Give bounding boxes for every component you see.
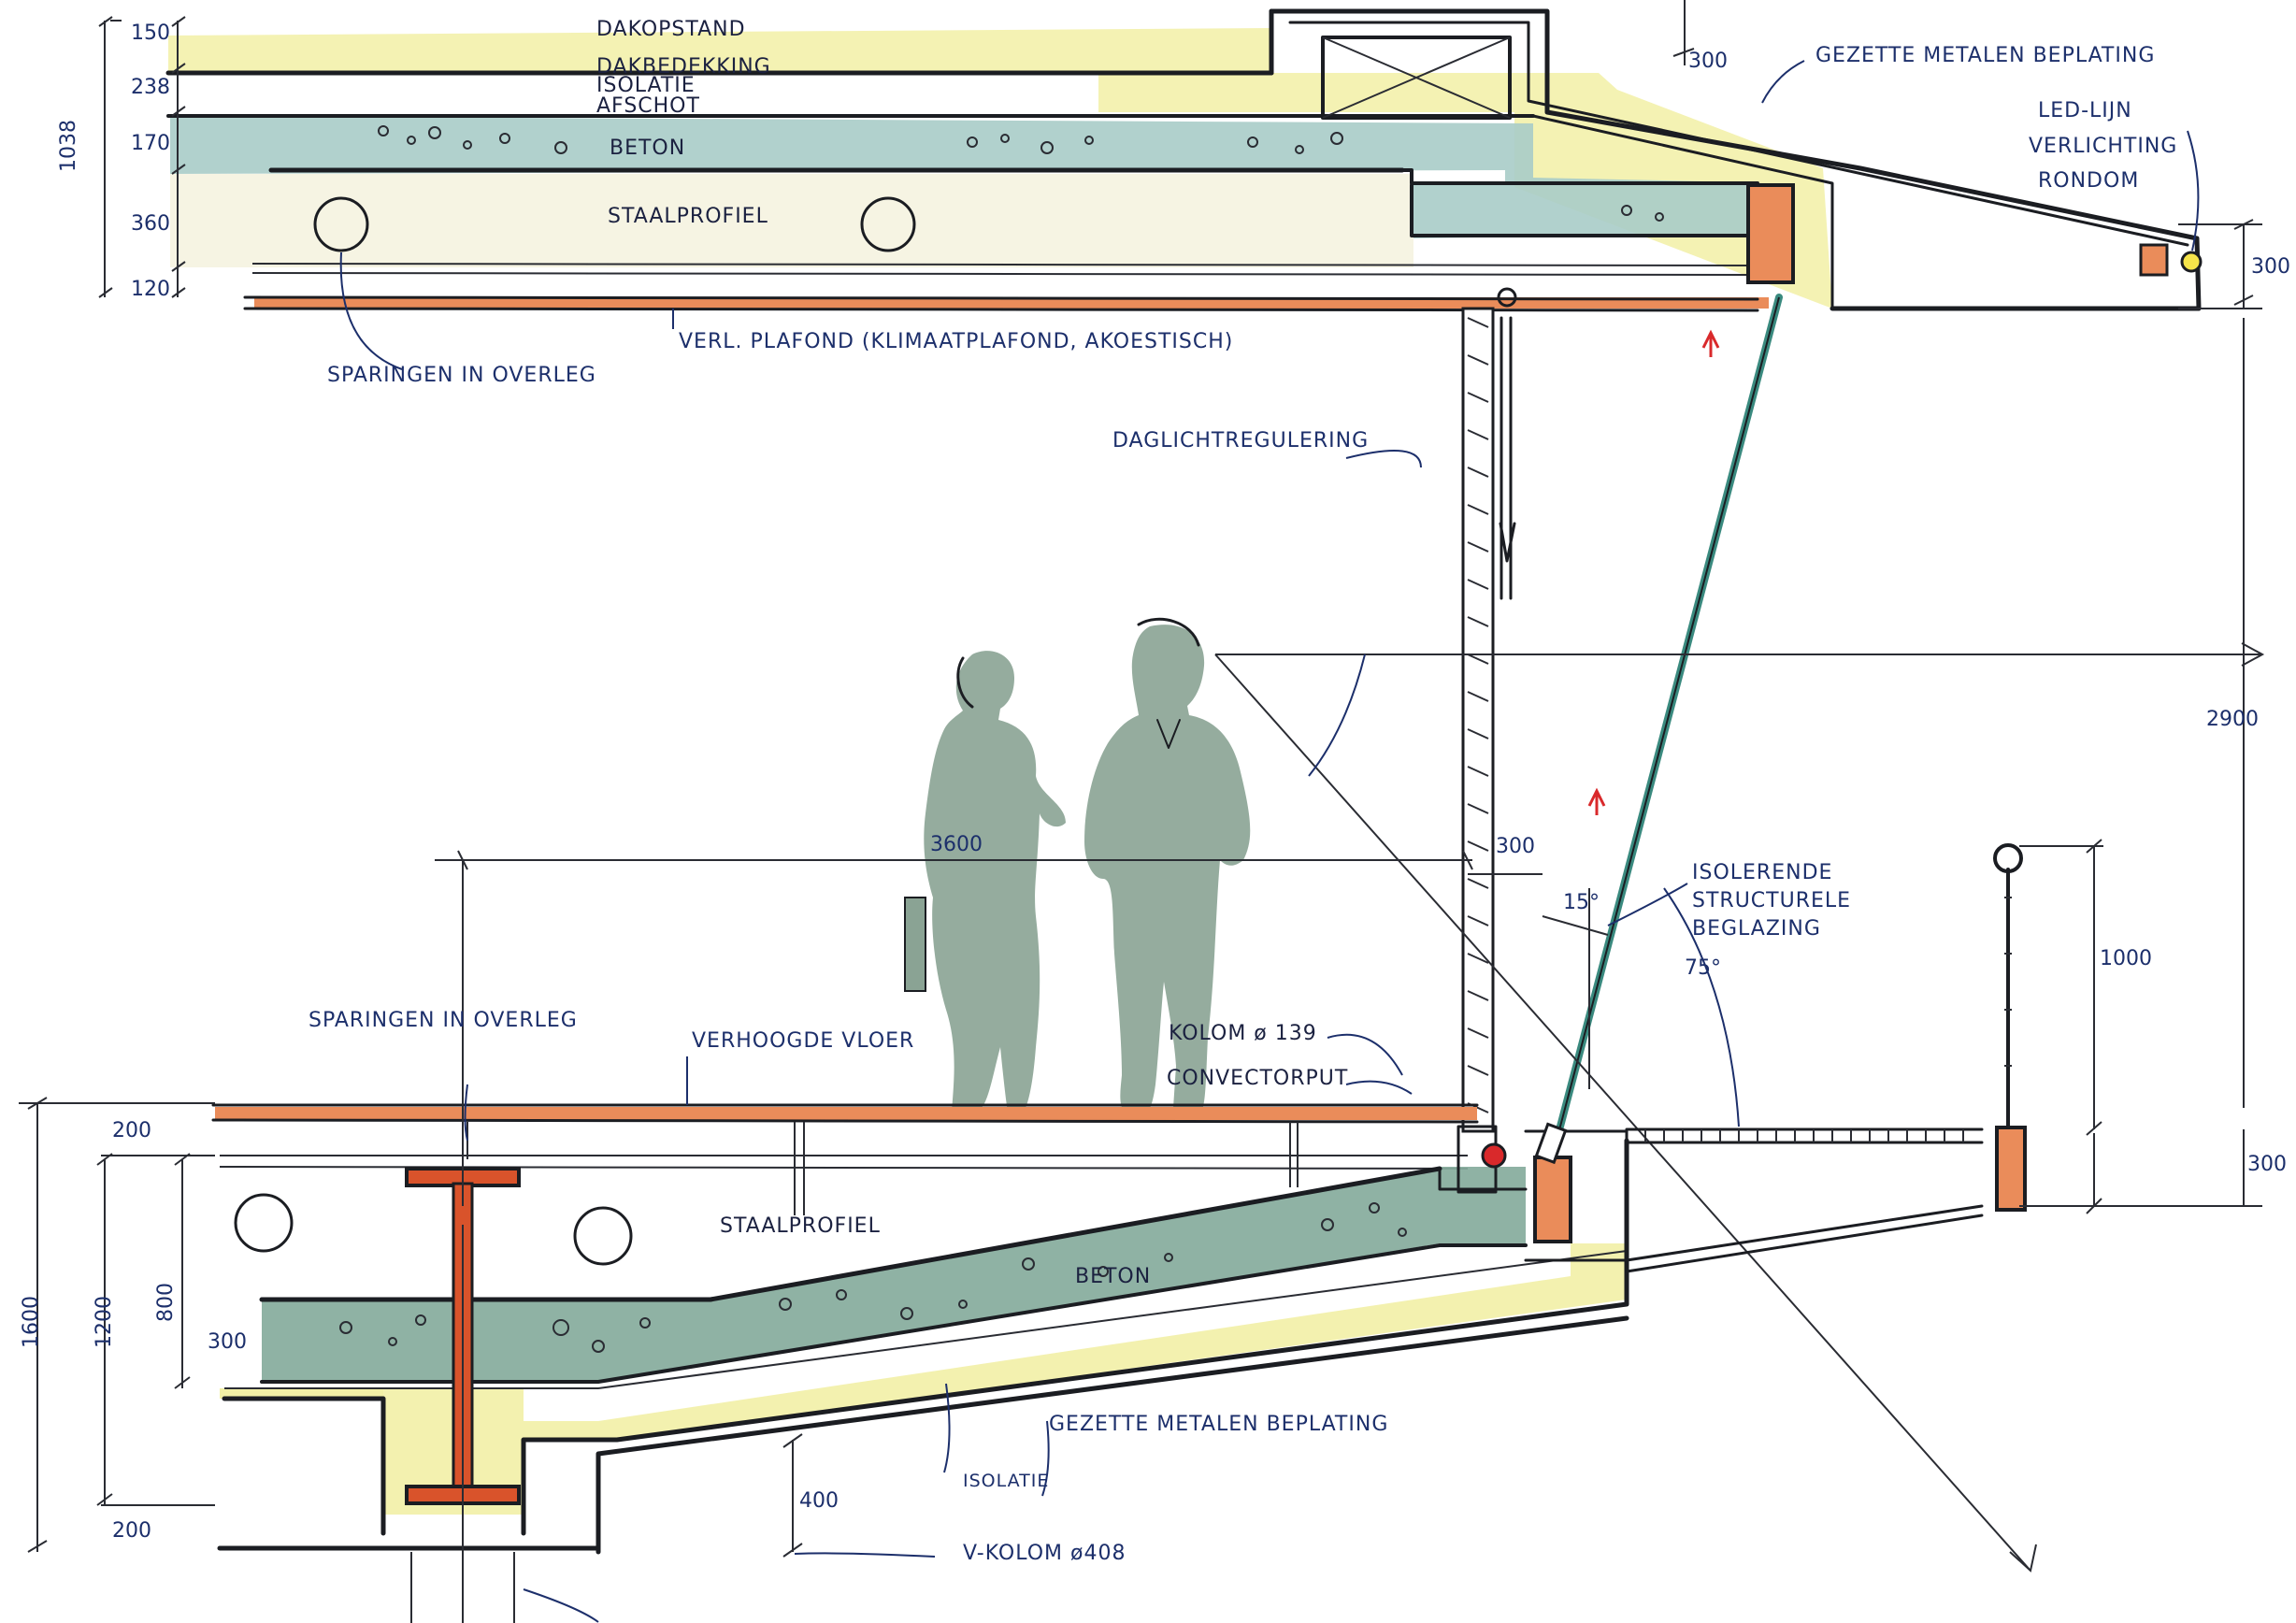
dimension-labels: 150 238 170 360 120 1038 300 300 2900 36… [20, 22, 2290, 1543]
dimension-lines [19, 0, 2262, 1623]
dim-300-right-top: 300 [2251, 255, 2290, 279]
dim-1000: 1000 [2100, 947, 2152, 970]
label-staalprofiel-bottom: STAALPROFIEL [720, 1214, 881, 1238]
label-staalprofiel-top: STAALPROFIEL [608, 205, 768, 228]
label-beton-top: BETON [610, 136, 685, 160]
dim-360: 360 [131, 212, 170, 236]
label-sparingen-bottom: SPARINGEN IN OVERLEG [309, 1009, 578, 1032]
label-kolom-139: KOLOM ø 139 [1169, 1022, 1317, 1045]
roof-assembly [165, 8, 2203, 312]
sight-lines [1214, 642, 2265, 1573]
dim-400: 400 [799, 1489, 839, 1513]
label-led-3: RONDOM [2038, 169, 2139, 193]
label-isolerende-1: ISOLERENDE [1692, 861, 1832, 884]
dim-1200: 1200 [93, 1296, 116, 1348]
convector-icon [1481, 1142, 1507, 1169]
roof-edge-block [1746, 183, 1795, 284]
railing-top-icon [1993, 843, 2023, 873]
label-sparingen-top: SPARINGEN IN OVERLEG [327, 364, 596, 387]
floor-insulation-fill [224, 1243, 1627, 1515]
dim-200-bottom: 200 [112, 1519, 151, 1543]
woman-figure [924, 651, 1066, 1120]
floor-assembly [211, 843, 2027, 1623]
dim-300-top: 300 [1688, 50, 1728, 73]
label-daglicht: DAGLICHTREGULERING [1112, 429, 1369, 452]
annotation-labels: DAKOPSTAND DAKBEDEKKING ISOLATIE AFSCHOT… [309, 18, 2177, 1565]
dim-200-top: 200 [112, 1119, 151, 1142]
man-figure [1084, 625, 1251, 1119]
label-led-2: VERLICHTING [2029, 135, 2177, 158]
dim-120: 120 [131, 278, 170, 301]
label-gezette-top: GEZETTE METALEN BEPLATING [1815, 44, 2155, 67]
dim-1038: 1038 [57, 120, 80, 172]
dim-238: 238 [131, 76, 170, 99]
label-verl-plafond: VERL. PLAFOND (KLIMAATPLAFOND, AKOESTISC… [679, 330, 1233, 353]
facade-assembly [1461, 287, 1783, 1144]
dim-300-mid: 300 [1496, 835, 1535, 858]
floor-concrete-fill [262, 1167, 1526, 1382]
human-figures [904, 617, 1251, 1120]
label-afschot: AFSCHOT [596, 94, 700, 118]
label-gezette-bottom: GEZETTE METALEN BEPLATING [1049, 1413, 1388, 1436]
label-isolatie-bottom: ISOLATIE [963, 1471, 1049, 1491]
dim-300-left: 300 [208, 1330, 247, 1354]
dim-170: 170 [131, 132, 170, 155]
led-fixture-icon [2180, 251, 2203, 273]
dim-3600: 3600 [930, 833, 983, 856]
label-isolatie-top: ISOLATIE [596, 74, 696, 97]
label-v-kolom: V-KOLOM ø408 [963, 1542, 1126, 1565]
balcony-edge-block [1995, 1126, 2027, 1212]
dim-800: 800 [154, 1283, 178, 1322]
angle-75: 75° [1685, 956, 1721, 980]
label-led-1: LED-LIJN [2038, 99, 2132, 122]
roof-steel-band-fill [170, 174, 1413, 267]
dim-1600: 1600 [20, 1296, 43, 1348]
label-dakbedekking: DAKBEDEKKING [596, 55, 771, 79]
dim-150: 150 [131, 22, 170, 45]
leader-lines [339, 60, 2200, 1623]
label-isolerende-2: STRUCTURELE [1692, 889, 1851, 912]
roof-insulation-fill [168, 28, 1832, 309]
label-isolerende-3: BEGLAZING [1692, 917, 1821, 941]
label-convector: CONVECTORPUT [1167, 1067, 1348, 1090]
angle-15: 15° [1563, 891, 1600, 914]
floor-edge-block [1533, 1156, 1572, 1243]
dim-2900: 2900 [2206, 708, 2259, 731]
roof-aggregate [378, 125, 1664, 222]
floor-aggregate [339, 1202, 1407, 1353]
label-verhoogde-vloer: VERHOOGDE VLOER [692, 1029, 914, 1053]
raised-floor-fill [215, 1107, 1477, 1120]
floor-insulation-left [220, 1388, 383, 1399]
label-dakopstand: DAKOPSTAND [596, 18, 746, 41]
roof-concrete-fill [170, 116, 1748, 238]
dim-300-right-bottom: 300 [2247, 1153, 2287, 1176]
label-beton-bottom: BETON [1075, 1265, 1151, 1288]
